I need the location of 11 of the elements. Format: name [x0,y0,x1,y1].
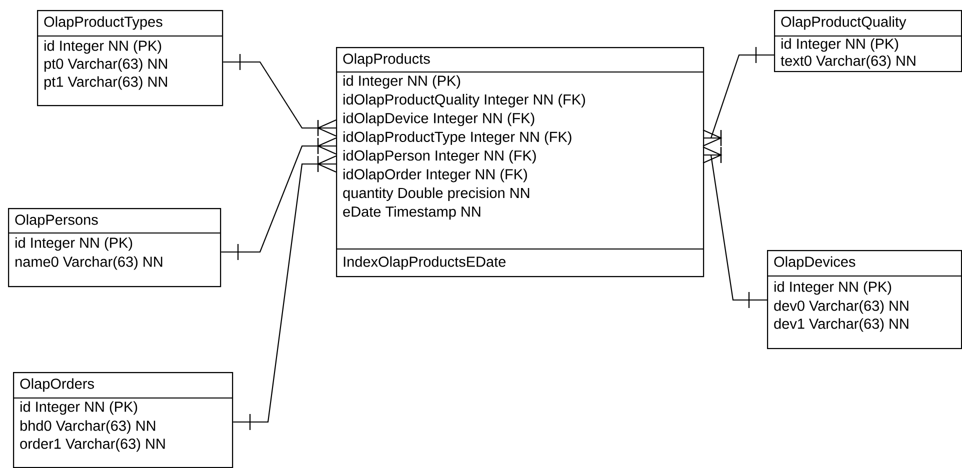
table-box: OlapOrders id Integer NN (PK) bhd0 Varchar(63) NN order1 Varchar(63) NN [13,372,234,468]
table-box: OlapDevices id Integer NN (PK) dev0 Varchar(63) NN dev1 Varchar(63) NN [767,250,962,350]
relationship-line [702,47,774,147]
table-box: OlapPersons id Integer NN (PK) name0 Varchar(63) NN [8,208,222,288]
relationship-line [223,54,337,137]
relationship-line [221,137,337,260]
relationship-line [233,155,337,430]
table-box: OlapProductTypes id Integer NN (PK) pt0 Varchar(63) NN pt1 Varchar(63) NN [37,10,224,106]
table-box: OlapProductQuality id Integer NN (PK) text0 Varchar(63) NN [774,10,962,72]
table-box: OlapProducts id Integer NN (PK) idOlapProductQuality Integer NN (FK) idOlapDevice Integer NN (FK) idOlapProductType Integer NN (FK) idOlapPerson Integer NN (FK) idOlapOrder Integer NN (FK) quantity Double precision NN eDate Timestamp NN IndexOlapProductsEDate [336,47,704,278]
relationship-line [702,146,767,308]
